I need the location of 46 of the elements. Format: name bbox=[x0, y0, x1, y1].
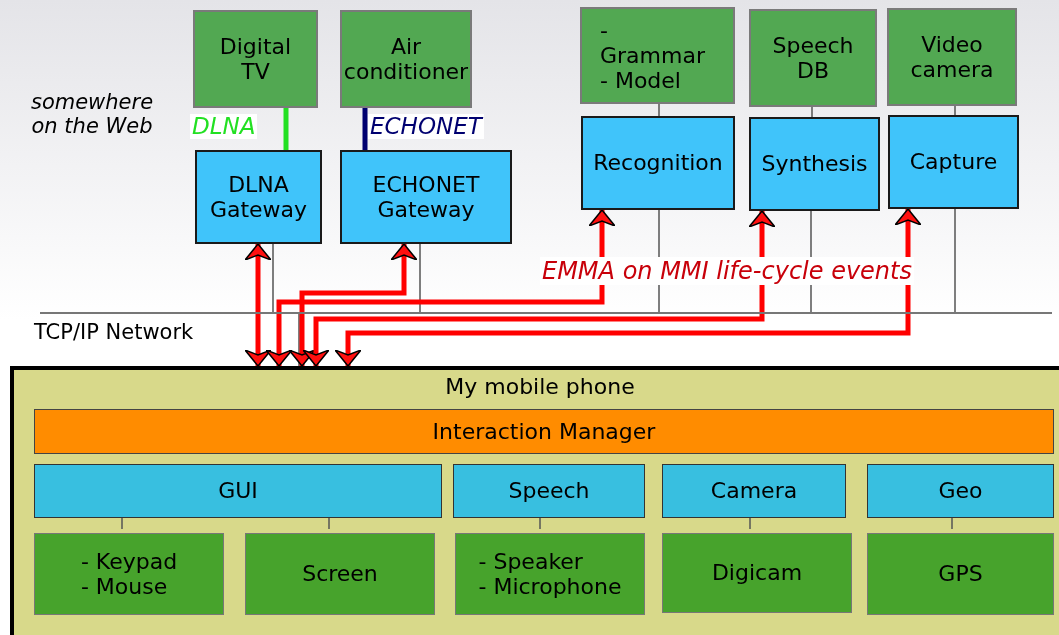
list-item: - Grammar bbox=[600, 17, 706, 69]
list-item: - Microphone bbox=[478, 574, 622, 600]
protocol-label: EMMA on MMI life-cycle events bbox=[540, 257, 914, 285]
modality-box: Speech bbox=[453, 464, 645, 518]
network-line bbox=[40, 312, 1052, 314]
connector-line bbox=[272, 243, 274, 313]
component-box: Digicam bbox=[662, 533, 852, 613]
arrow bbox=[288, 243, 418, 367]
list-item: - Mouse bbox=[80, 574, 169, 600]
component-box: Screen bbox=[245, 533, 435, 615]
arrow bbox=[334, 208, 922, 367]
modality-box: Geo bbox=[867, 464, 1054, 518]
connector-line bbox=[362, 108, 368, 150]
modality-box: Camera bbox=[662, 464, 846, 518]
edge-label: DLNA bbox=[190, 114, 258, 140]
device-box: Video camera bbox=[887, 8, 1017, 106]
phone-container: My mobile phone Interaction Manager GUI Speech Camera Geo - Keypad - Mouse Screen - Speaker - Microphone Digicam GPS bbox=[10, 366, 1059, 635]
arrow bbox=[244, 243, 272, 367]
list-item: - Model bbox=[600, 68, 682, 94]
location-note: somewhere on the Web bbox=[29, 90, 155, 139]
device-box: Air conditioner bbox=[340, 10, 472, 108]
service-box: ECHONET Gateway bbox=[340, 150, 512, 244]
edge-label: ECHONET bbox=[368, 114, 484, 140]
manager-bar: Interaction Manager bbox=[34, 409, 1054, 454]
connector-line bbox=[658, 103, 660, 117]
connector-line bbox=[954, 208, 956, 313]
service-box: Recognition bbox=[581, 116, 735, 210]
device-box: Digital TV bbox=[193, 10, 318, 108]
device-box bbox=[580, 7, 735, 104]
arrow bbox=[302, 210, 776, 367]
service-box: Capture bbox=[888, 115, 1019, 209]
component-box bbox=[34, 533, 224, 615]
connector-line bbox=[419, 243, 421, 313]
list-item: - Keypad bbox=[80, 548, 178, 574]
component-box bbox=[455, 533, 645, 615]
connector-line bbox=[954, 105, 956, 116]
modality-box: GUI bbox=[34, 464, 442, 518]
device-box: Speech DB bbox=[749, 9, 877, 107]
arrow bbox=[265, 209, 616, 367]
service-box: Synthesis bbox=[749, 117, 880, 211]
connector-line bbox=[811, 106, 813, 118]
network-label: TCP/IP Network bbox=[34, 320, 195, 344]
service-box: DLNA Gateway bbox=[195, 150, 322, 244]
connector-line bbox=[283, 108, 289, 150]
component-box: GPS bbox=[867, 533, 1054, 615]
list-item: - Speaker bbox=[478, 548, 584, 574]
